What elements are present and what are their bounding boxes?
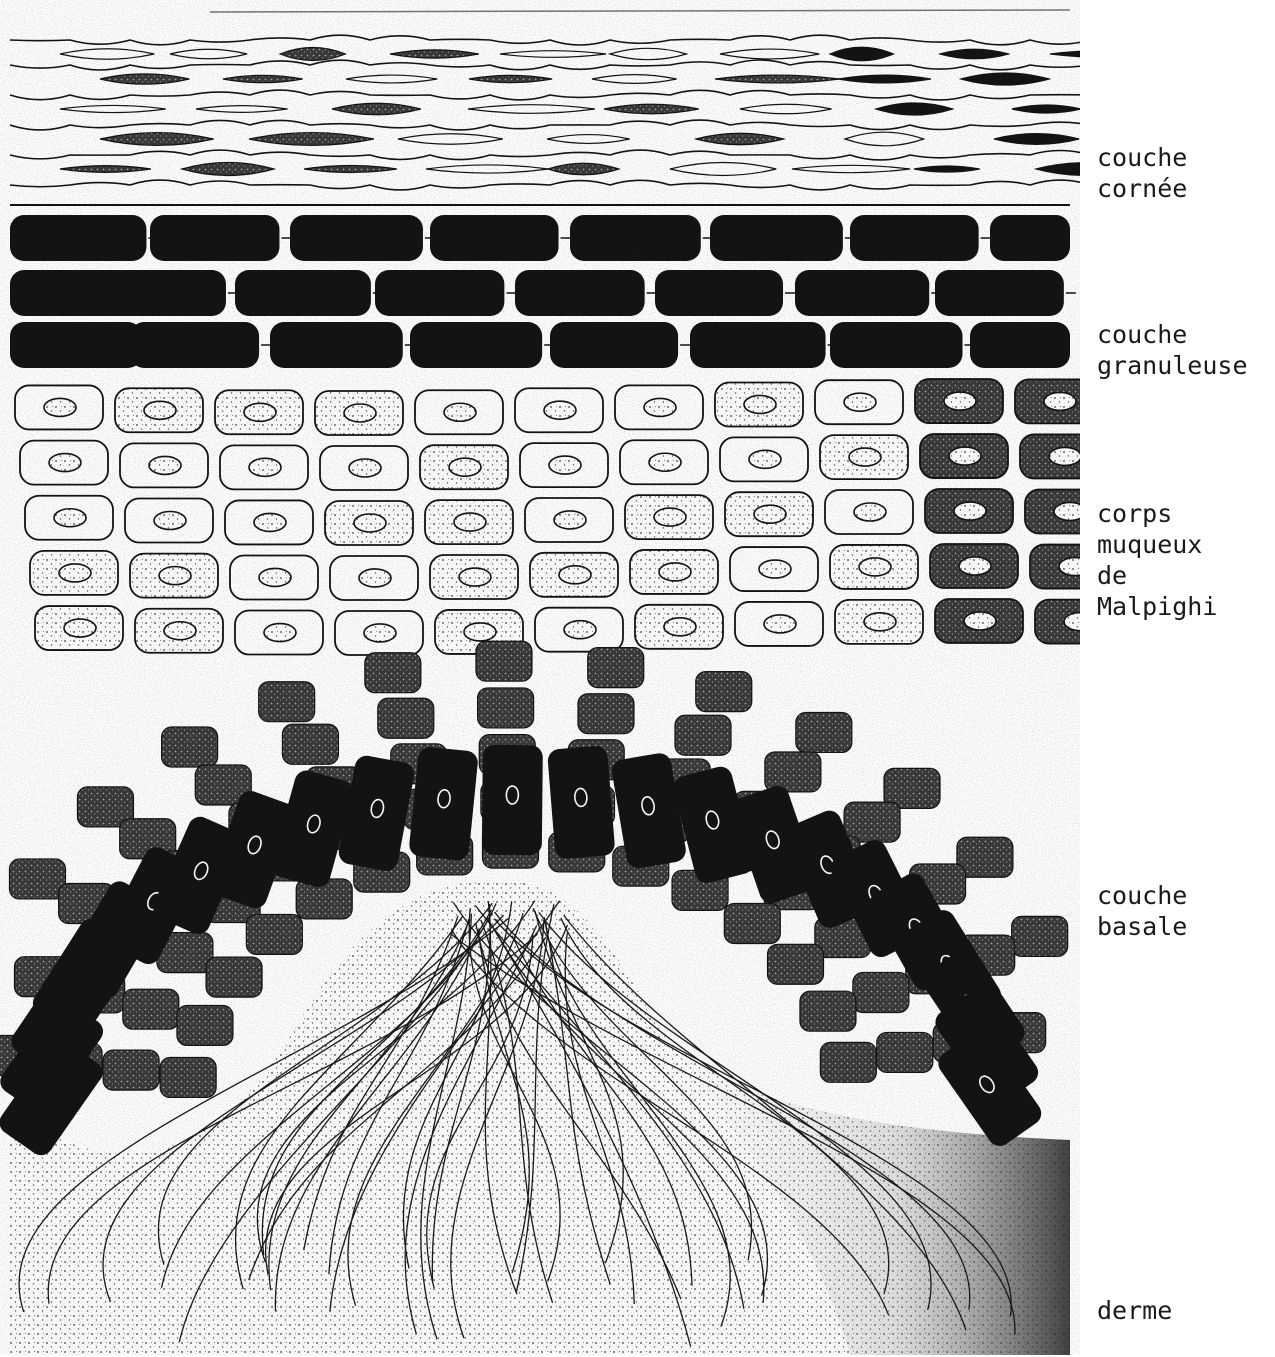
epidermis-diagram <box>0 0 1080 1355</box>
label-derme: derme <box>1097 1233 1172 1357</box>
print-grain <box>0 0 1080 1355</box>
